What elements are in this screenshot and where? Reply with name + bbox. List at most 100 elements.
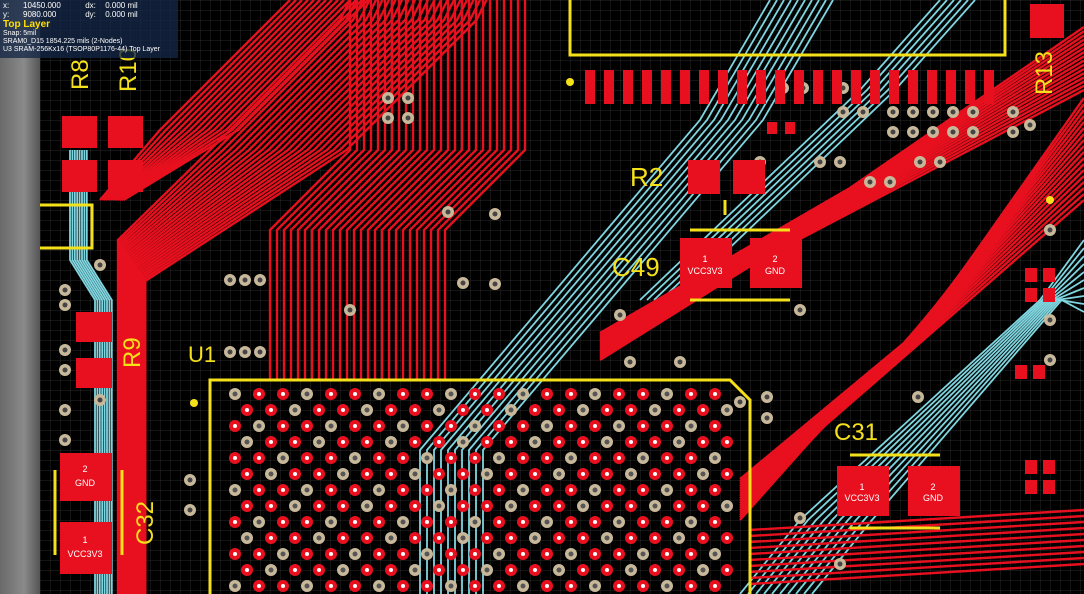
top-trace xyxy=(115,0,345,201)
via-hole xyxy=(227,277,233,283)
components[interactable] xyxy=(60,4,1064,574)
top-trace xyxy=(387,0,471,380)
bga-ball-hole xyxy=(304,487,310,493)
bga-pad-center xyxy=(521,424,525,428)
via-hole xyxy=(62,437,68,443)
bga-pad-center xyxy=(497,584,501,588)
pcb-editor-canvas[interactable]: R8 R10 R2 R13 R9 U1 C49 C31 C32 1 VCC3V3… xyxy=(40,0,1084,594)
bga-ball-hole xyxy=(652,503,658,509)
bga-pad-center xyxy=(713,488,717,492)
bga-pad-center xyxy=(329,488,333,492)
via-hole xyxy=(97,262,103,268)
bga-pad-center xyxy=(533,568,537,572)
bga-pad-center xyxy=(449,456,453,460)
bga-ball-hole xyxy=(460,535,466,541)
top-trace xyxy=(436,0,520,380)
bga-ball-hole xyxy=(580,407,586,413)
bga-ball-hole xyxy=(484,567,490,573)
bga-pad-center xyxy=(341,504,345,508)
bga-pad-center xyxy=(245,472,249,476)
bga-ball-hole xyxy=(724,503,730,509)
top-trace xyxy=(282,0,366,380)
bga-ball-hole xyxy=(592,487,598,493)
bga-pad-center xyxy=(269,504,273,508)
bga-pad-center xyxy=(557,408,561,412)
bga-pad-center xyxy=(653,440,657,444)
designator-c32[interactable]: C32 xyxy=(132,501,159,545)
pcb-layout[interactable]: R8 R10 R2 R13 R9 U1 C49 C31 C32 1 VCC3V3… xyxy=(40,0,1084,594)
designator-r9[interactable]: R9 xyxy=(119,337,146,368)
top-trace xyxy=(113,0,339,201)
via-hole xyxy=(1047,317,1053,323)
bga-ball-hole xyxy=(412,471,418,477)
bga-pad-center xyxy=(425,520,429,524)
bga-ball-hole xyxy=(604,439,610,445)
bga-ball-hole xyxy=(340,567,346,573)
bga-pad-center xyxy=(665,552,669,556)
bga-pad-center xyxy=(725,536,729,540)
bga-ball-hole xyxy=(472,519,478,525)
designator-r2[interactable]: R2 xyxy=(630,162,663,192)
bga-pad-center xyxy=(545,584,549,588)
via-hole xyxy=(930,109,936,115)
bga-pad-center xyxy=(365,472,369,476)
bga-pad-center xyxy=(269,536,273,540)
bottom-trace xyxy=(739,239,1084,594)
bga-pad-center xyxy=(281,520,285,524)
bga-pad-center xyxy=(701,440,705,444)
top-trace xyxy=(119,0,357,202)
top-trace xyxy=(128,0,410,594)
u3-pin xyxy=(832,70,842,104)
top-trace xyxy=(124,0,391,594)
bga-pad-center xyxy=(641,520,645,524)
top-trace xyxy=(338,0,422,380)
designator-u1[interactable]: U1 xyxy=(188,342,216,367)
smd-pad xyxy=(1043,460,1055,474)
via-hole xyxy=(840,109,846,115)
smd-pad xyxy=(1033,365,1045,379)
bga-ball-hole xyxy=(664,583,670,589)
via-hole xyxy=(62,407,68,413)
via-hole xyxy=(867,179,873,185)
bga-ball-hole xyxy=(424,455,430,461)
bga-pad-center xyxy=(281,584,285,588)
designator-c49[interactable]: C49 xyxy=(612,252,660,282)
via-hole xyxy=(62,302,68,308)
bga-pad-center xyxy=(593,456,597,460)
designator-c31[interactable]: C31 xyxy=(834,419,878,446)
top-trace xyxy=(125,0,397,594)
bga-pad-center xyxy=(257,456,261,460)
bga-pad-center xyxy=(413,440,417,444)
bga-pad-center xyxy=(317,408,321,412)
x-label: x: xyxy=(3,1,10,10)
bga-pad-center xyxy=(461,568,465,572)
r13-pad xyxy=(1030,4,1064,38)
r2-pad xyxy=(733,160,765,194)
bga-pad-center xyxy=(689,488,693,492)
bga-ball-hole xyxy=(664,391,670,397)
u1-bga-footprint[interactable] xyxy=(229,388,733,592)
bga-ball-hole xyxy=(436,407,442,413)
bga-pad-center xyxy=(509,440,513,444)
top-trace xyxy=(296,0,380,380)
bga-ball-hole xyxy=(316,439,322,445)
bga-pad-center xyxy=(593,520,597,524)
designator-r13[interactable]: R13 xyxy=(1031,51,1058,95)
bga-ball-hole xyxy=(568,551,574,557)
designator-r8[interactable]: R8 xyxy=(67,59,94,90)
vias xyxy=(59,82,1056,570)
bga-pad-center xyxy=(521,520,525,524)
bga-pad-center xyxy=(569,520,573,524)
bga-pad-center xyxy=(437,472,441,476)
via-hole xyxy=(347,307,353,313)
y-label: y: xyxy=(3,10,10,19)
bga-pad-center xyxy=(293,472,297,476)
bga-pad-center xyxy=(497,424,501,428)
top-trace xyxy=(366,0,450,380)
top-trace xyxy=(749,514,1084,538)
bga-ball-hole xyxy=(304,583,310,589)
smd-pad xyxy=(1025,460,1037,474)
bga-pad-center xyxy=(569,584,573,588)
bga-pad-center xyxy=(725,472,729,476)
u3-pin xyxy=(851,70,861,104)
